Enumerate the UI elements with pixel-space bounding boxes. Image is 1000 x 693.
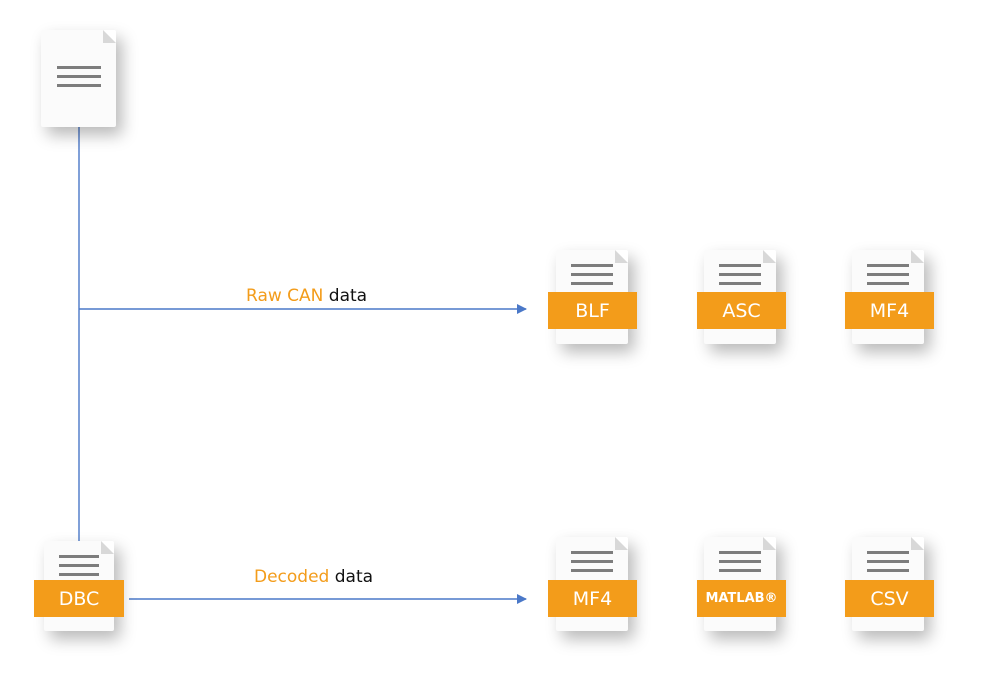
decoded-data-label-rest: data — [329, 567, 374, 587]
source-document-icon — [41, 30, 116, 127]
raw-data-label-rest: data — [323, 286, 368, 306]
raw-data-label-highlight: Raw CAN — [246, 286, 324, 306]
matlab-label: MATLAB® — [697, 580, 786, 617]
raw-data-label: Raw CAN data — [246, 286, 367, 306]
mf4-decoded-label: MF4 — [548, 580, 637, 617]
asc-label: ASC — [697, 292, 786, 329]
mf4-raw-label: MF4 — [845, 292, 934, 329]
decoded-data-label-highlight: Decoded — [254, 567, 330, 587]
blf-label: BLF — [548, 292, 637, 329]
dbc-label: DBC — [34, 580, 124, 617]
csv-label: CSV — [845, 580, 934, 617]
decoded-data-label: Decoded data — [254, 567, 373, 587]
